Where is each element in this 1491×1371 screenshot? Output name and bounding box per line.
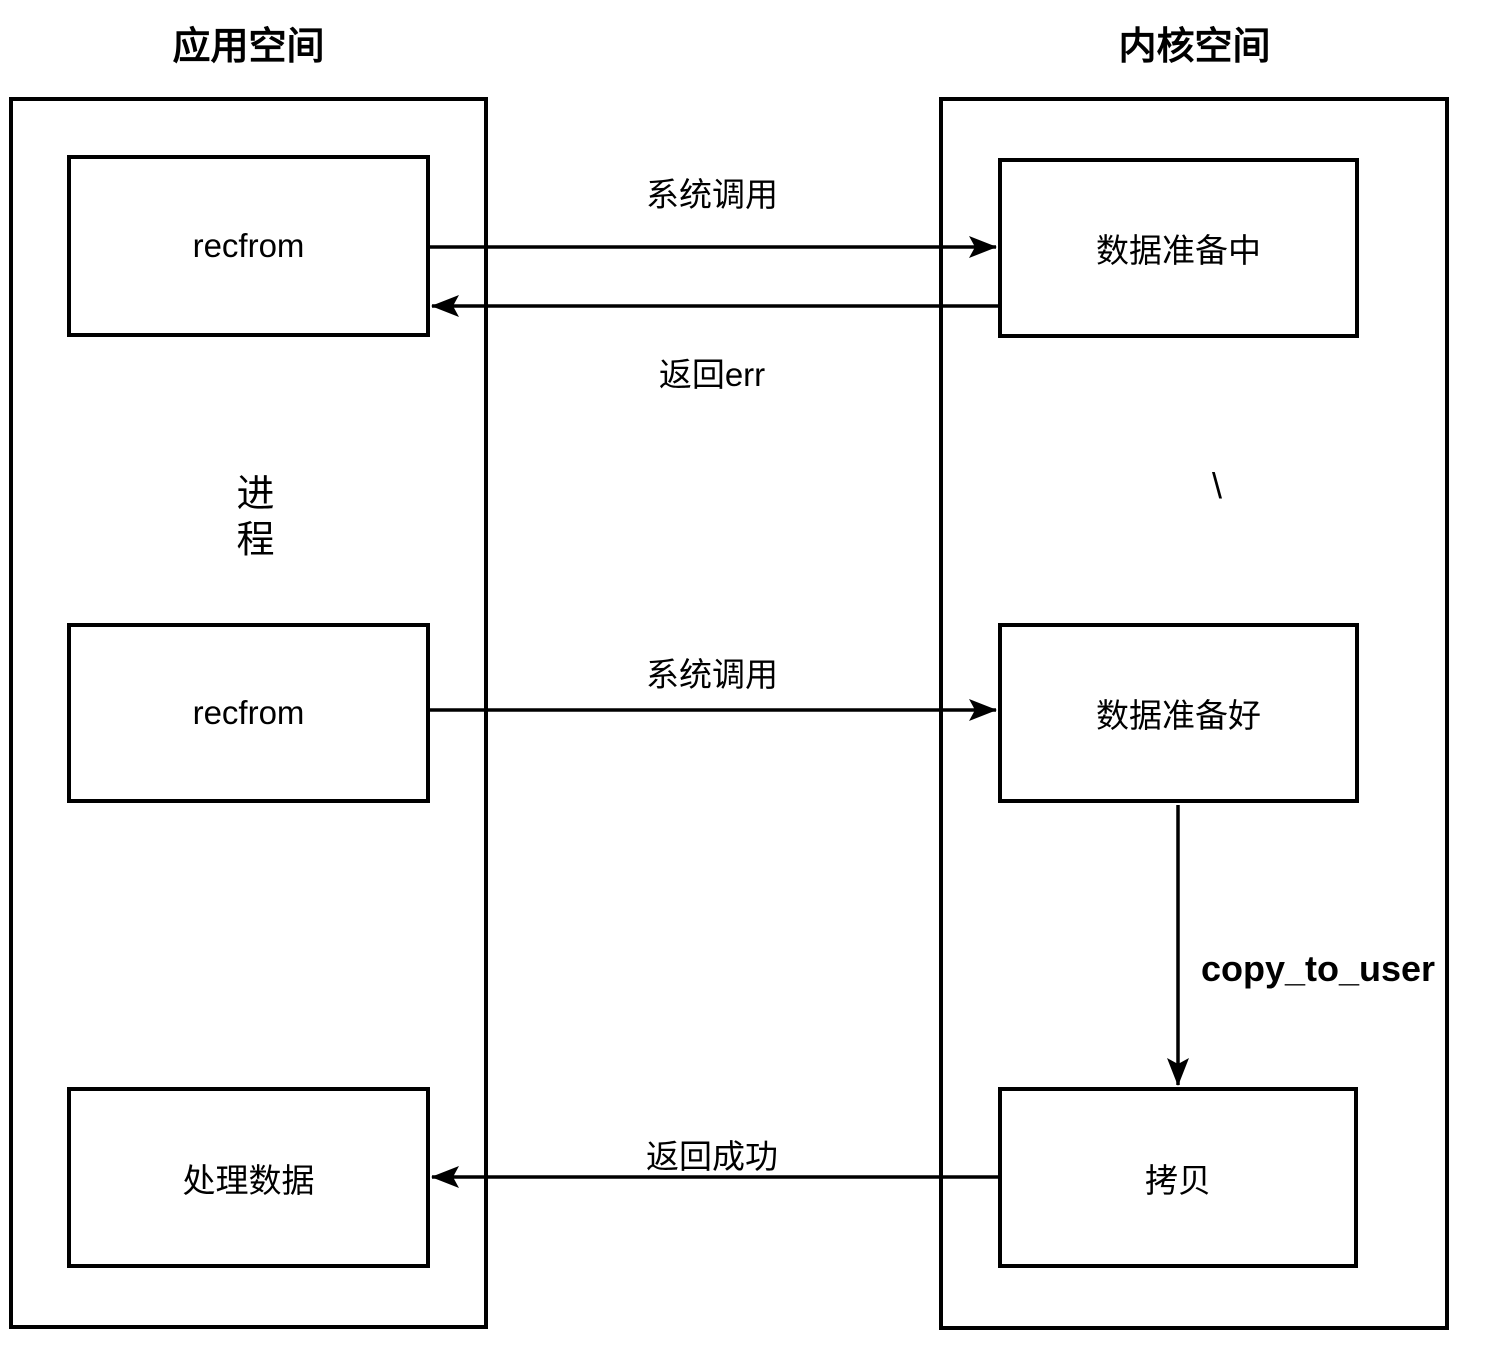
edge-label-copy-to-user: copy_to_user — [1200, 948, 1436, 989]
node-recfrom-mid-label: recfrom — [192, 694, 305, 731]
node-recfrom-mid: recfrom — [67, 623, 430, 803]
node-recfrom-top-label: recfrom — [192, 227, 305, 264]
app-space-title: 应用空间 — [172, 26, 325, 68]
node-data-preparing: 数据准备中 — [998, 158, 1359, 338]
kernel-space-title: 内核空间 — [1118, 26, 1271, 68]
kernel-space-container — [939, 97, 1449, 1330]
app-space-container — [9, 97, 488, 1329]
node-copy-label: 拷贝 — [1145, 1161, 1211, 1199]
process-vertical-label: 进程 — [230, 473, 272, 565]
edge-label-return-err: 返回err — [658, 356, 766, 393]
edge-label-syscall-2: 系统调用 — [646, 656, 778, 693]
node-process-data-label: 处理数据 — [182, 1161, 315, 1199]
edge-label-syscall-1: 系统调用 — [646, 176, 778, 213]
node-recfrom-top: recfrom — [67, 155, 430, 337]
node-data-ready-label: 数据准备好 — [1096, 697, 1261, 734]
edge-label-return-success: 返回成功 — [646, 1138, 778, 1175]
stray-backslash: \ — [1212, 465, 1223, 506]
node-copy: 拷贝 — [998, 1087, 1358, 1268]
node-process-data: 处理数据 — [67, 1087, 430, 1268]
node-data-preparing-label: 数据准备中 — [1096, 232, 1261, 269]
node-data-ready: 数据准备好 — [998, 623, 1359, 803]
